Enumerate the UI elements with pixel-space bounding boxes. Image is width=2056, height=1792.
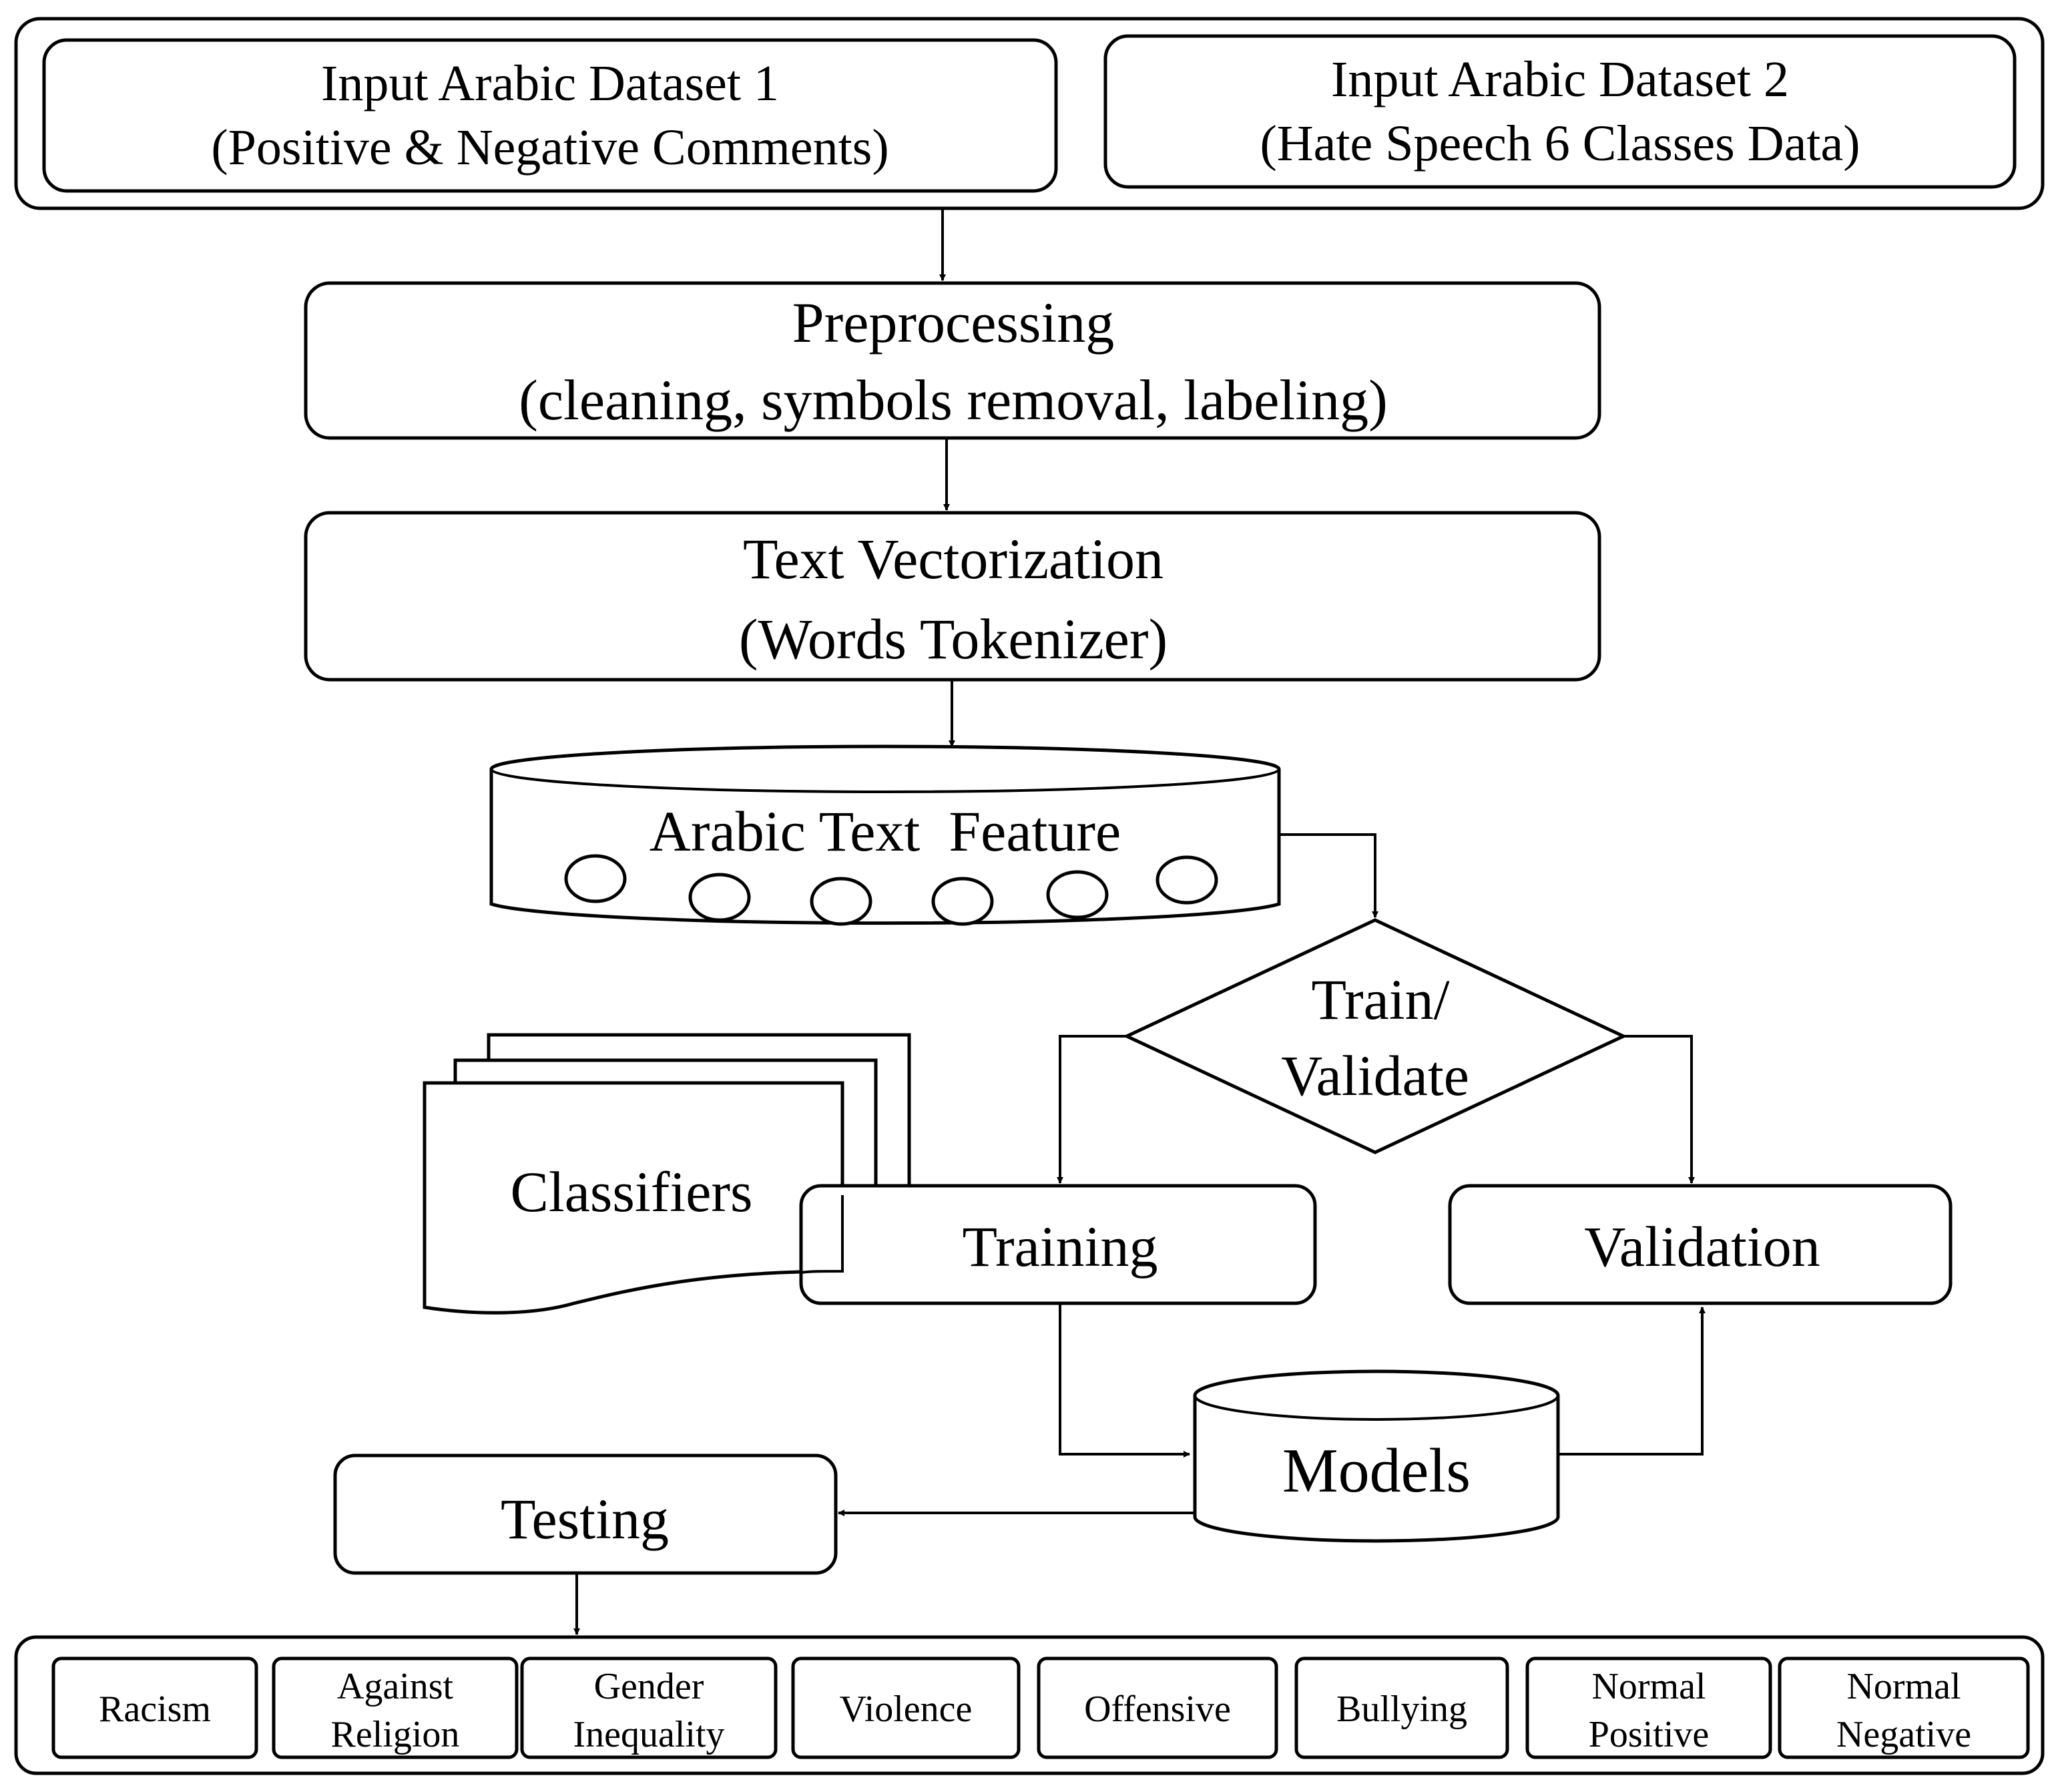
preprocessing-title: Preprocessing bbox=[792, 290, 1114, 355]
arrow-training-to-models bbox=[1059, 1303, 1190, 1458]
input-dataset-2-subtitle: (Hate Speech 6 Classes Data) bbox=[1260, 116, 1860, 172]
validation-box: Validation bbox=[1448, 1184, 1953, 1305]
class-label-against-religion-line-1: Against bbox=[337, 1666, 454, 1707]
class-label-normal-negative-line-2: Negative bbox=[1836, 1714, 1971, 1755]
arrow-models-to-validation bbox=[1558, 1307, 1706, 1455]
arabic-text-feature-store: Arabic Text Feature bbox=[489, 744, 1281, 926]
class-box-racism: Racism bbox=[51, 1656, 258, 1759]
class-label-against-religion-line-2: Religion bbox=[331, 1714, 460, 1755]
text-vectorization-box: Text Vectorization (Words Tokenizer) bbox=[304, 511, 1601, 682]
arrow-decision-to-validation bbox=[1623, 1035, 1695, 1184]
feature-node-2 bbox=[688, 873, 751, 922]
training-box: Training bbox=[799, 1184, 1317, 1305]
class-label-normal-positive-line-1: Normal bbox=[1591, 1666, 1706, 1707]
validation-label: Validation bbox=[1584, 1214, 1820, 1279]
decision-line-2: Validate bbox=[1281, 1044, 1469, 1108]
testing-label: Testing bbox=[501, 1487, 669, 1551]
class-label-offensive-line-1: Offensive bbox=[1084, 1689, 1231, 1730]
testing-box: Testing bbox=[333, 1453, 838, 1575]
class-box-bullying: Bullying bbox=[1294, 1656, 1509, 1759]
train-validate-decision: Train/ Validate bbox=[1123, 918, 1627, 1154]
input-dataset-2-box: Input Arabic Dataset 2 (Hate Speech 6 Cl… bbox=[1103, 34, 2017, 189]
class-label-gender-inequality-line-1: Gender bbox=[594, 1666, 704, 1707]
training-label: Training bbox=[962, 1214, 1158, 1279]
feature-node-4 bbox=[931, 877, 994, 926]
arrow-feature-to-decision bbox=[1279, 833, 1378, 918]
class-box-offensive: Offensive bbox=[1037, 1656, 1278, 1759]
models-store: Models bbox=[1193, 1369, 1560, 1543]
class-label-normal-positive-line-2: Positive bbox=[1589, 1714, 1709, 1755]
input-dataset-1-box: Input Arabic Dataset 1 (Positive & Negat… bbox=[42, 38, 1058, 193]
class-label-bullying-line-1: Bullying bbox=[1336, 1689, 1467, 1730]
classifiers-documents-stack: Classifiers bbox=[423, 1033, 911, 1315]
models-label: Models bbox=[1282, 1436, 1471, 1506]
class-box-violence: Violence bbox=[791, 1656, 1021, 1759]
class-label-gender-inequality-line-2: Inequality bbox=[573, 1714, 724, 1755]
class-label-normal-negative-line-1: Normal bbox=[1846, 1666, 1961, 1707]
text-vectorization-title: Text Vectorization bbox=[743, 527, 1164, 591]
arrow-decision-to-training bbox=[1057, 1035, 1127, 1184]
feature-node-6 bbox=[1155, 855, 1218, 905]
input-dataset-1-subtitle: (Positive & Negative Comments) bbox=[211, 120, 888, 176]
input-dataset-2-title: Input Arabic Dataset 2 bbox=[1331, 51, 1789, 107]
input-dataset-1-title: Input Arabic Dataset 1 bbox=[321, 55, 779, 111]
classifiers-label: Classifiers bbox=[510, 1160, 752, 1224]
feature-node-3 bbox=[810, 877, 872, 926]
output-classes-row: RacismAgainstReligionGenderInequalityVio… bbox=[51, 1656, 2030, 1759]
decision-line-1: Train/ bbox=[1311, 967, 1449, 1032]
text-vectorization-subtitle: (Words Tokenizer) bbox=[739, 607, 1168, 671]
arabic-text-feature-label: Arabic Text Feature bbox=[650, 799, 1121, 863]
feature-node-5 bbox=[1046, 870, 1109, 919]
class-label-racism-line-1: Racism bbox=[99, 1689, 211, 1730]
preprocessing-subtitle: (cleaning, symbols removal, labeling) bbox=[519, 368, 1388, 432]
preprocessing-box: Preprocessing (cleaning, symbols removal… bbox=[304, 281, 1601, 440]
feature-node-1 bbox=[564, 854, 627, 903]
classifiers-front-edge bbox=[800, 1195, 844, 1274]
class-label-violence-line-1: Violence bbox=[840, 1689, 973, 1730]
